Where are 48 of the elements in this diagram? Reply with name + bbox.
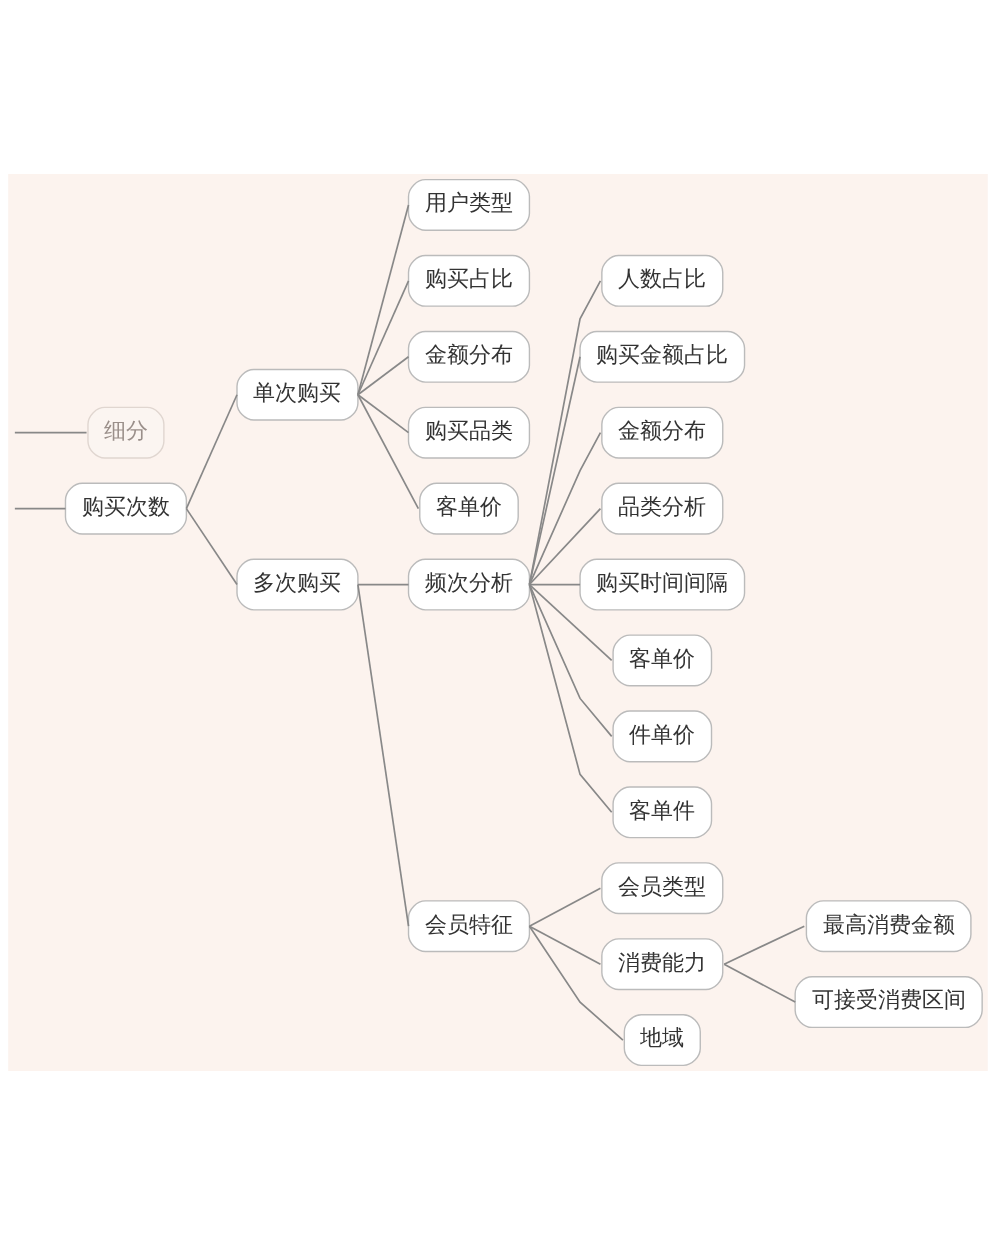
node-box: 金额分布 — [407, 330, 531, 383]
node-box: 购买品类 — [407, 406, 531, 459]
node-box: 购买次数 — [64, 482, 188, 535]
connector — [14, 431, 88, 434]
node-box: 购买时间间隔 — [579, 558, 746, 611]
connector — [357, 583, 410, 927]
node-box: 客单价 — [419, 482, 519, 535]
node-box: 会员特征 — [407, 899, 531, 952]
node-box: 客单件 — [612, 785, 713, 838]
node-box: 品类分析 — [601, 482, 724, 535]
node-box: 客单价 — [612, 633, 713, 686]
node-box: 细分 — [87, 406, 165, 459]
node-box: 频次分析 — [407, 558, 531, 611]
connector — [357, 393, 410, 434]
connector — [528, 507, 602, 585]
connector — [14, 507, 67, 509]
connector — [528, 279, 602, 585]
node-box: 消费能力 — [601, 937, 724, 990]
node-box: 可接受消费区间 — [794, 975, 983, 1028]
connector — [357, 279, 410, 396]
connector — [528, 583, 613, 737]
node-box: 人数占比 — [601, 254, 724, 307]
connector — [528, 355, 581, 585]
node-box: 最高消费金额 — [805, 899, 972, 952]
connector — [357, 393, 420, 509]
connector — [528, 583, 613, 813]
connector — [185, 507, 238, 585]
node-box: 金额分布 — [601, 406, 724, 459]
node-box: 件单价 — [612, 709, 713, 762]
connector — [185, 393, 238, 509]
node-box: 单次购买 — [236, 368, 359, 421]
node-box: 购买占比 — [407, 254, 531, 307]
node-box: 会员类型 — [601, 861, 724, 914]
connector — [528, 583, 613, 661]
connector — [528, 886, 602, 927]
node-box: 用户类型 — [407, 178, 531, 231]
node-box: 地域 — [623, 1013, 701, 1066]
node-box: 多次购买 — [236, 558, 359, 611]
connector — [528, 583, 581, 585]
node-box: 购买金额占比 — [579, 330, 746, 383]
connector — [528, 431, 602, 585]
connector — [528, 924, 602, 965]
connector — [357, 355, 410, 396]
connector — [528, 924, 624, 1041]
connector — [723, 962, 796, 1003]
connector — [357, 583, 410, 585]
connector — [723, 924, 806, 965]
connector — [357, 203, 410, 396]
